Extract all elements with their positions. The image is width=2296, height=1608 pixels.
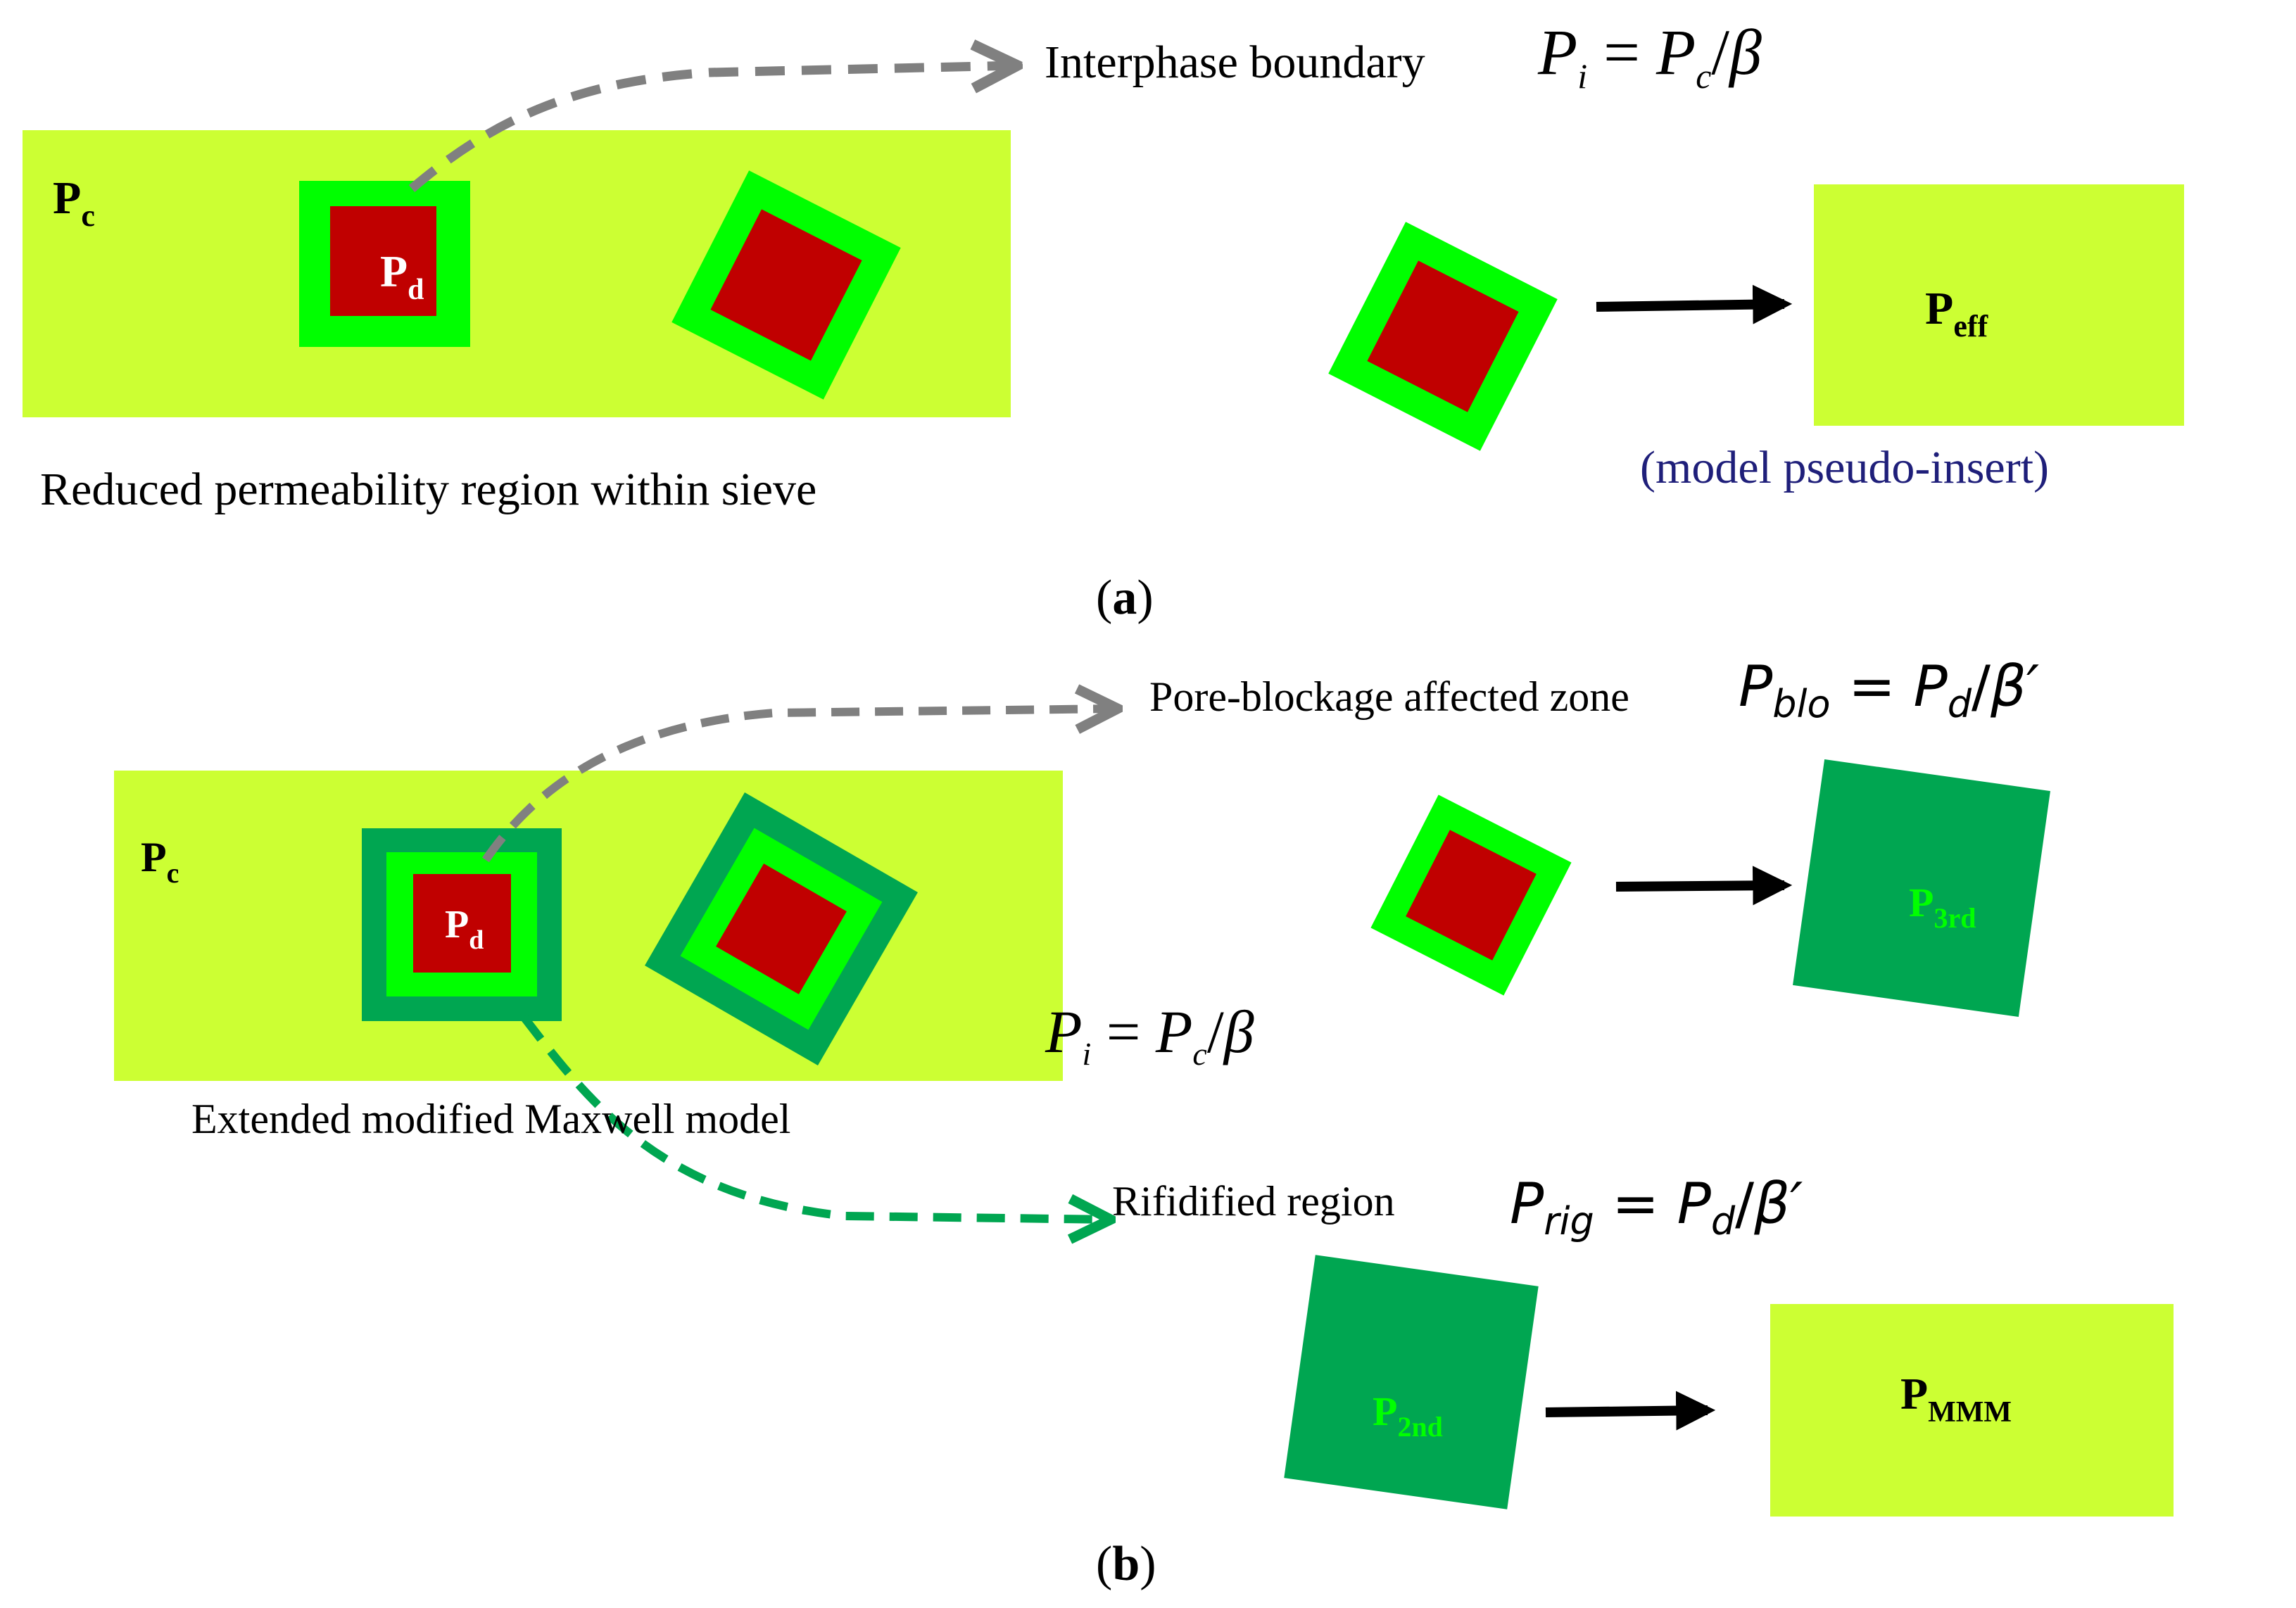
eq-s1: i bbox=[1577, 56, 1587, 96]
label-main: P bbox=[1900, 1369, 1928, 1419]
eq-equals: = bbox=[1831, 654, 1914, 719]
transform-arrow-b1 bbox=[1615, 866, 1793, 906]
effective-permeability-label: Peff bbox=[1925, 283, 1989, 343]
label-main: P bbox=[1909, 880, 1934, 925]
panel-label-a: (a) bbox=[1096, 571, 1154, 625]
eq-s1: i bbox=[1083, 1036, 1092, 1072]
sieve-label-main: P bbox=[380, 246, 408, 296]
blockage-pointer-arrow bbox=[482, 709, 1118, 863]
label-sub: 3rd bbox=[1934, 902, 1976, 934]
third-phase-insert bbox=[1793, 759, 2050, 1017]
blockage-equation: Pblo = Pd/β′ bbox=[1739, 654, 2039, 726]
eq-beta: β′ bbox=[1753, 1171, 1803, 1236]
eq-div: / bbox=[1207, 998, 1224, 1065]
interphase-equation-a: Pi = Pc/β bbox=[1537, 16, 1762, 96]
pseudo-insert-caption: (model pseudo-insert) bbox=[1640, 442, 2049, 493]
matrix-label-sub: c bbox=[81, 198, 95, 233]
eq-beta: β bbox=[1728, 16, 1762, 88]
eq-p2: P bbox=[1913, 654, 1948, 719]
sieve-core bbox=[1367, 260, 1519, 412]
sieve-core bbox=[710, 209, 862, 361]
label-close: ) bbox=[1137, 571, 1153, 625]
matrix-region-b bbox=[114, 771, 1063, 1081]
eq-p1: P bbox=[1537, 16, 1577, 88]
sieve-label-b: Pd bbox=[445, 903, 484, 955]
third-phase-square bbox=[1793, 759, 2050, 1017]
matrix-label-b: Pc bbox=[141, 834, 179, 889]
eq-div: / bbox=[1735, 1171, 1754, 1236]
third-phase-label: P3rd bbox=[1909, 880, 1976, 934]
eq-div: / bbox=[1972, 654, 1991, 719]
sieve-label-main: P bbox=[445, 903, 469, 947]
eq-p1: P bbox=[1045, 998, 1083, 1065]
eq-p2: P bbox=[1155, 998, 1193, 1065]
transform-arrow-a bbox=[1596, 284, 1793, 324]
eq-div: / bbox=[1711, 16, 1729, 88]
eq-p1: P bbox=[1739, 654, 1773, 719]
caption-a: Reduced permeability region within sieve bbox=[40, 464, 816, 515]
caption-b: Extended modified Maxwell model bbox=[191, 1096, 790, 1142]
interphase-pointer-arrow bbox=[408, 65, 1017, 192]
eq-p2: P bbox=[1677, 1171, 1712, 1236]
label-close: ) bbox=[1140, 1537, 1156, 1591]
label-open: ( bbox=[1096, 571, 1112, 625]
sieve-core bbox=[716, 863, 847, 994]
eq-s2: d bbox=[1948, 682, 1972, 726]
matrix-label-main: P bbox=[53, 172, 81, 224]
sieve-label-sub: d bbox=[469, 925, 484, 955]
eq-equals: = bbox=[1587, 16, 1656, 88]
panel-a: Pd Pc Interphase boundary Pi = Pc/β Redu… bbox=[23, 16, 2184, 625]
eq-equals: = bbox=[1594, 1171, 1677, 1236]
sieve-particle-b-rotated bbox=[645, 792, 918, 1065]
eq-beta: β′ bbox=[1990, 654, 2039, 719]
pseudo-insert-source-a bbox=[1328, 222, 1558, 451]
sieve-particle-a-left bbox=[299, 181, 470, 347]
matrix-label-sub: c bbox=[167, 857, 179, 889]
panel-b: Pd Pc Pore-blockage affected zone Pblo =… bbox=[114, 654, 2174, 1591]
sieve-core bbox=[413, 874, 511, 973]
eq-s1: rig bbox=[1544, 1199, 1594, 1243]
eq-s2: c bbox=[1696, 56, 1711, 96]
second-phase-insert bbox=[1284, 1255, 1539, 1509]
pseudo-insert-result bbox=[1814, 184, 2184, 426]
label-open: ( bbox=[1096, 1537, 1112, 1591]
rigidified-pointer-arrow bbox=[520, 1014, 1111, 1220]
matrix-label-a: Pc bbox=[53, 172, 95, 233]
eq-s1: blo bbox=[1772, 682, 1830, 726]
label-sub: MMM bbox=[1928, 1396, 2012, 1429]
eq-s2: d bbox=[1711, 1199, 1736, 1243]
matrix-label-main: P bbox=[141, 834, 167, 880]
sieve-particle-a-rotated bbox=[671, 170, 901, 400]
mixed-matrix-label: PMMM bbox=[1900, 1369, 2012, 1429]
interphase-caption: Interphase boundary bbox=[1045, 37, 1425, 88]
label-main: P bbox=[1373, 1388, 1397, 1434]
transform-arrow-b2 bbox=[1545, 1391, 1716, 1431]
eq-s2: c bbox=[1192, 1036, 1206, 1072]
interphase-equation-b: Pi = Pc/β bbox=[1045, 998, 1254, 1072]
mixed-matrix-result bbox=[1770, 1304, 2174, 1517]
second-phase-square bbox=[1284, 1255, 1539, 1509]
sieve-core bbox=[330, 206, 436, 316]
eq-p1: P bbox=[1510, 1171, 1544, 1236]
eq-p2: P bbox=[1655, 16, 1696, 88]
label-sub: 2nd bbox=[1397, 1411, 1443, 1443]
second-phase-label: P2nd bbox=[1373, 1388, 1443, 1443]
panel-label-b: (b) bbox=[1096, 1537, 1156, 1591]
blockage-caption: Pore-blockage affected zone bbox=[1149, 673, 1629, 720]
rigidified-equation: Prig = Pd/β′ bbox=[1510, 1171, 1803, 1243]
label-letter: a bbox=[1112, 571, 1137, 625]
rigidified-caption: Rifidified region bbox=[1112, 1178, 1395, 1224]
label-main: P bbox=[1925, 283, 1953, 334]
eq-equals: = bbox=[1091, 998, 1156, 1065]
eq-beta: β bbox=[1223, 998, 1254, 1065]
sieve-label-a: Pd bbox=[380, 246, 424, 306]
pseudo-insert-source-b bbox=[1370, 794, 1572, 996]
label-sub: eff bbox=[1953, 309, 1988, 343]
sieve-particle-b-left bbox=[362, 828, 562, 1021]
label-letter: b bbox=[1112, 1537, 1140, 1591]
sieve-core bbox=[1406, 830, 1537, 961]
sieve-label-sub: d bbox=[408, 274, 424, 306]
